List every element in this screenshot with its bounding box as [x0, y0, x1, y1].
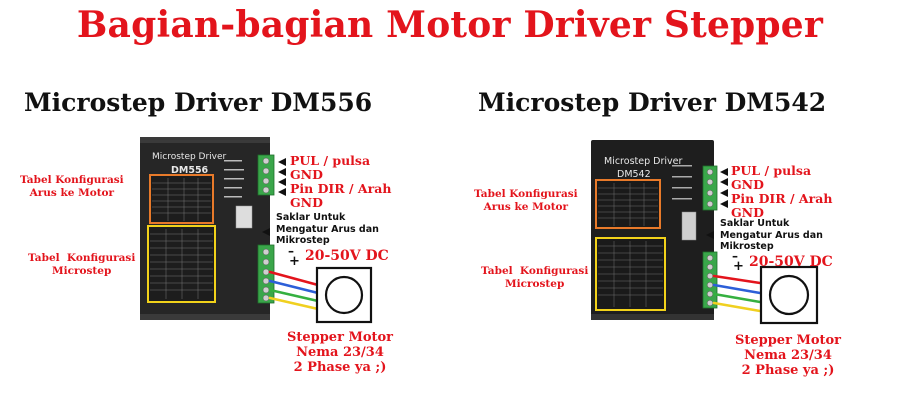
dm556-power-minus: – — [288, 244, 294, 258]
dm542-voltage: 20-50V DC — [749, 254, 833, 270]
dm556-current-table-label: Tabel Konfigurasi Arus ke Motor — [20, 174, 124, 199]
dm556-switch-label: Saklar Untuk Mengatur Arus dan Mikrostep — [276, 212, 379, 246]
dm542-driver — [591, 140, 762, 320]
dm542-microstep-table-label: Tabel Konfigurasi Microstep — [481, 265, 589, 290]
dm542-power-minus: – — [732, 249, 738, 263]
dm542-terminal-gnd-2: GND — [731, 205, 764, 220]
dm556-current-table — [149, 174, 214, 224]
dm542-switch-label: Saklar Untuk Mengatur Arus dan Mikrostep — [720, 218, 823, 252]
main-title: Bagian-bagian Motor Driver Stepper — [76, 4, 824, 46]
dm556-voltage: 20-50V DC — [305, 248, 389, 264]
dm556-microstep-table — [147, 225, 216, 303]
dm542-model: DM542 — [617, 169, 651, 180]
dm542-dip-switch — [681, 211, 697, 241]
dm556-driver — [140, 137, 320, 320]
dm542-terminal-dir: Pin DIR / Arah — [731, 191, 833, 206]
dm556-motor-label: Stepper Motor Nema 23/34 2 Phase ya ;) — [286, 330, 394, 375]
dm542-terminal-pul: PUL / pulsa — [731, 163, 812, 178]
left-heading: Microstep Driver DM556 — [24, 88, 373, 117]
dm556-terminal-dir: Pin DIR / Arah — [290, 181, 392, 196]
dm556-model: DM556 — [171, 165, 209, 176]
dm556-panel-title: Microstep Driver — [152, 152, 227, 162]
dm542-current-table-label: Tabel Konfigurasi Arus ke Motor — [474, 188, 578, 213]
dm542-terminal-gnd-1: GND — [731, 177, 764, 192]
dm556-signal-terminal — [257, 154, 275, 196]
dm556-stepper-motor — [315, 266, 373, 324]
dm556-dip-switch — [235, 205, 253, 229]
dm542-power-plus: + — [733, 259, 744, 274]
dm556-microstep-table-label: Tabel Konfigurasi Microstep — [28, 252, 136, 277]
dm556-terminal-gnd-2: GND — [290, 195, 323, 210]
dm542-motor-label: Stepper Motor Nema 23/34 2 Phase ya ;) — [734, 333, 842, 378]
dm556-terminal-pul: PUL / pulsa — [290, 153, 371, 168]
dm542-signal-terminal — [702, 165, 718, 211]
dm542-current-table — [595, 179, 661, 229]
dm542-panel-title: Microstep Driver — [604, 156, 683, 167]
dm556-power-plus: + — [289, 254, 300, 269]
dm556-terminal-gnd-1: GND — [290, 167, 323, 182]
dm542-stepper-motor — [759, 265, 819, 325]
right-heading: Microstep Driver DM542 — [478, 88, 827, 117]
